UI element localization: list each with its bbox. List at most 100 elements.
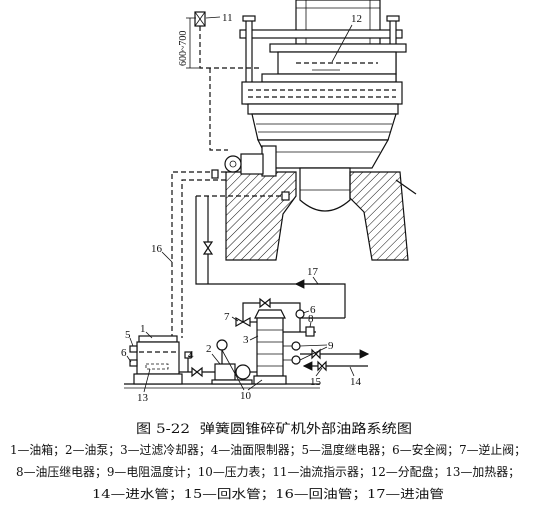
foundation-right [349,171,409,261]
pressure-gauge [216,339,228,351]
housing-ring [247,103,399,115]
callout-3: 3 [243,334,249,346]
leader-6-left [126,355,132,363]
filter-cooler [235,297,301,385]
legend-line-3: 14—进水管；15—回水管；16—回油管；17—进油管 [92,486,444,501]
legend-line-2: 8—油压继电器；9—电阻温度计；10—压力表；11—油流指示器；12—分配盘；1… [16,464,520,479]
safety-valve [295,309,305,319]
callout-7: 7 [224,311,230,323]
leader-10 [221,349,245,391]
leader-6-right [302,310,310,314]
resistance-thermometer [291,341,301,351]
callout-6-right: 6 [310,304,316,316]
callout-2: 2 [206,343,212,355]
filter-base [253,375,287,385]
leader-3 [249,335,259,341]
lower-cone [257,139,390,169]
lower-plate [261,73,397,83]
callouts: 11 12 16 17 7 6 8 3 4 5 1 6 2 9 10 13 15… [121,12,362,404]
oil-inlet-elbow [224,145,277,177]
leader-15 [315,367,323,377]
callout-6-left: 6 [121,347,127,359]
flow-indicator-mark [194,11,206,27]
indicator-branch-line [209,68,228,151]
check-valve-symbol [202,241,214,255]
leader-4 [187,355,191,358]
leader-9 [299,344,328,347]
oil-level-limiter [184,351,192,359]
oil-tank [129,335,183,385]
oil-pump [179,339,257,385]
callout-13: 13 [137,392,149,404]
callout-5: 5 [125,329,131,341]
leader-14 [349,366,355,377]
callout-11: 11 [222,12,233,24]
callout-10: 10 [240,390,252,402]
legend-line-1: 1—油箱；2—油泵；3—过滤冷却器；4—油面限制器；5—温度继电器；6—安全阀；… [10,442,526,457]
flow-indicator-line [199,26,262,69]
left-rod-nut [242,15,256,22]
elbow-end-bore [229,160,237,168]
elbow-end-flange [224,155,242,173]
check-valve [235,316,251,328]
callout-8: 8 [308,313,314,325]
leader-1 [145,331,153,339]
leader-9 [299,346,328,361]
foundation-left [225,171,297,261]
heater [145,363,169,370]
return-oil-pipe [171,171,226,338]
upper-cone [251,113,397,141]
resistance-thermometer [291,355,301,365]
callout-9: 9 [328,340,334,352]
crusher-body [239,0,417,212]
figure-caption: 图 5-22 弹簧圆锥碎矿机外部油路系统图 [136,421,412,437]
return-oil-pipe-branch [181,179,226,338]
leader-lines [126,16,355,393]
callout-15: 15 [310,376,322,388]
elbow-flange [261,145,277,177]
callout-17: 17 [307,266,319,278]
water-valve [317,360,327,372]
leader-7 [231,316,239,322]
leader-10 [247,379,263,391]
callout-4: 4 [188,349,194,361]
pump-motor [235,364,251,380]
filter-cap [254,309,286,319]
pipelines [171,26,346,338]
leader-12 [331,24,353,63]
leader-11 [205,16,221,19]
temperature-relay-box [281,191,290,201]
callout-1: 1 [140,323,146,335]
temperature-relay [129,345,138,353]
ground [124,383,320,389]
dimension: 600~700 [178,17,200,69]
right-instruments [283,309,370,372]
inlet-oil-pipe [195,196,346,318]
oil-flow-indicator [194,11,206,27]
relay-box-small [211,169,219,179]
mantle [299,167,351,212]
elbow-pipe [240,153,264,175]
filter-top-valve [259,297,271,309]
pump-base [211,379,253,385]
leader-5 [129,337,134,347]
adjusting-crossbar [239,29,403,39]
leader-13 [143,368,151,393]
safety-valve-tank [129,359,138,367]
leader-8 [309,321,312,328]
tank-support [133,373,183,385]
housing [241,81,403,105]
pump-body [214,363,236,381]
suction-valve [191,366,203,378]
leader-2 [211,353,221,365]
callout-14: 14 [350,376,362,388]
callout-16: 16 [151,243,163,255]
callout-12: 12 [351,13,362,25]
dimension-label: 600~700 [178,31,189,66]
oil-pressure-relay [305,326,315,337]
tank-lid [138,335,178,343]
filter-body [256,317,284,377]
leader-16 [161,251,173,263]
right-rod-nut [386,15,400,22]
